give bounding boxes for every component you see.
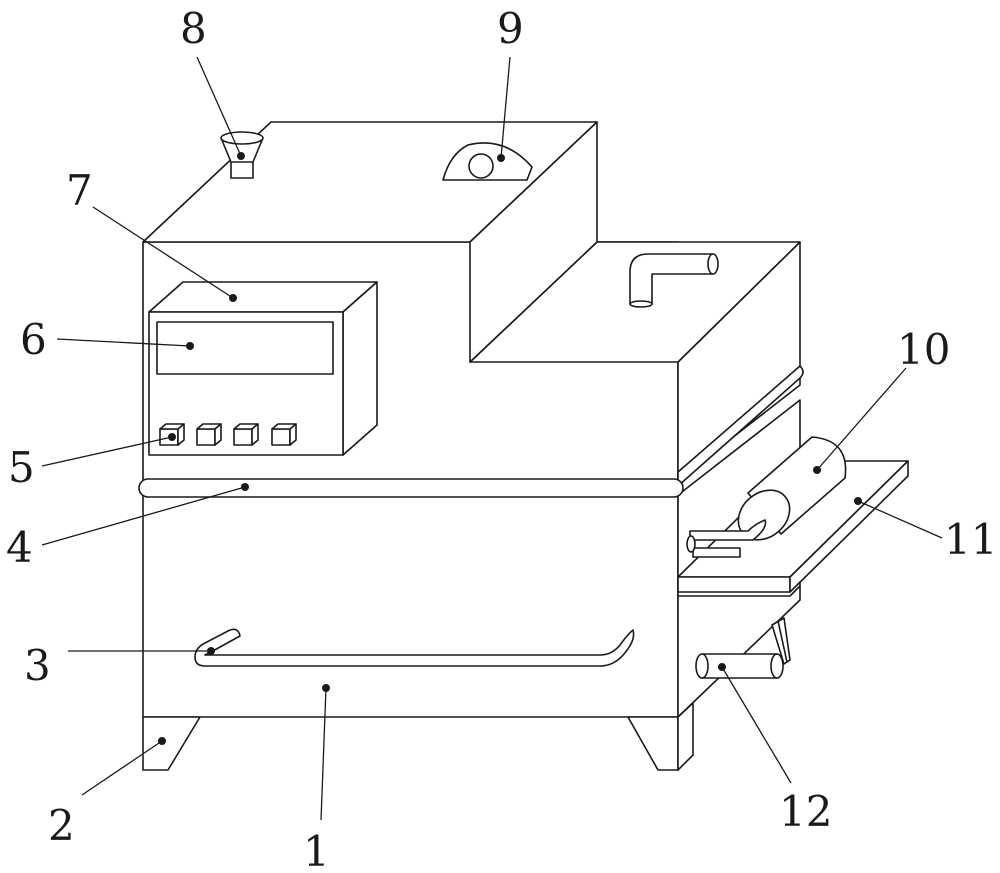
leader-lines — [41, 56, 943, 821]
support-feet — [142, 702, 694, 771]
callout-7: 7 — [66, 166, 93, 215]
callout-2: 2 — [48, 801, 75, 850]
callout-9: 9 — [497, 4, 524, 53]
elbow-pipe — [629, 253, 719, 308]
viewing-port — [442, 142, 533, 181]
motor — [686, 436, 847, 558]
display-screen — [156, 321, 334, 375]
drain-pipe — [695, 653, 784, 679]
side-rib — [677, 365, 804, 487]
bracket — [677, 585, 801, 665]
seal-ring — [138, 478, 684, 498]
feed-funnel — [220, 131, 264, 179]
callout-4: 4 — [6, 523, 33, 572]
control-buttons — [159, 423, 297, 446]
callout-1: 1 — [303, 827, 330, 873]
callout-5: 5 — [8, 443, 35, 492]
callout-3: 3 — [24, 641, 51, 690]
callout-11: 11 — [944, 515, 997, 564]
callout-12: 12 — [779, 787, 832, 836]
callout-10: 10 — [897, 325, 950, 374]
callout-6: 6 — [20, 315, 47, 364]
side-handle — [194, 628, 635, 667]
callout-numbers: 1 2 3 4 5 6 7 8 9 10 11 12 — [6, 4, 997, 873]
callout-8: 8 — [180, 4, 207, 53]
